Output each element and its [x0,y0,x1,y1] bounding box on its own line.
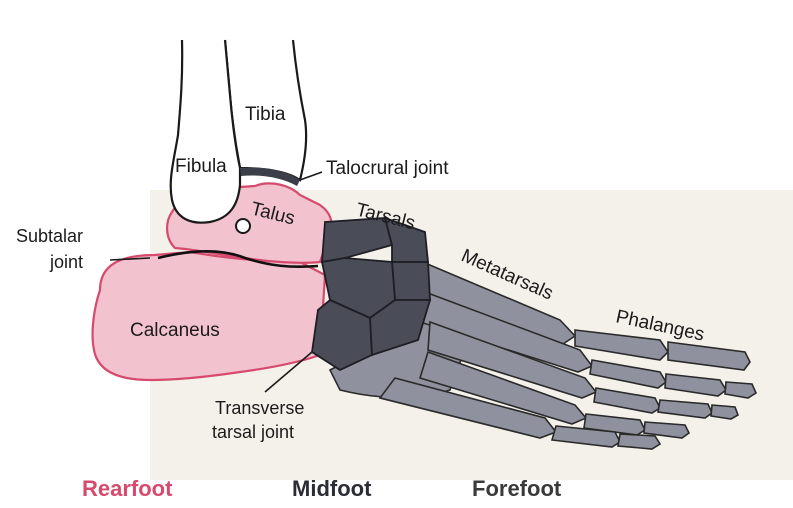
calcaneus-label: Calcaneus [130,320,220,341]
subtalar-joint-label-line2: joint [49,252,83,272]
forefoot-region-label: Forefoot [472,476,562,501]
subtalar-joint-label-line1: Subtalar [16,226,83,246]
talocrural-joint-label: Talocrural joint [326,158,449,179]
rearfoot-region-label: Rearfoot [82,476,173,501]
transverse-tarsal-joint-label-line2: tarsal joint [212,422,294,442]
phalanx-3c [711,405,738,419]
talus-circle [236,219,250,233]
tarsal-cuneiform-2 [392,262,430,300]
midfoot-region-label: Midfoot [292,476,372,501]
phalanx-2c [725,382,756,398]
calcaneus-bone [93,252,325,380]
talocrural-leader [300,172,322,180]
tibia-label: Tibia [245,104,286,125]
transverse-tarsal-joint-label-line1: Transverse [215,398,304,418]
phalanx-5b [618,434,660,449]
fibula-label: Fibula [175,156,227,177]
